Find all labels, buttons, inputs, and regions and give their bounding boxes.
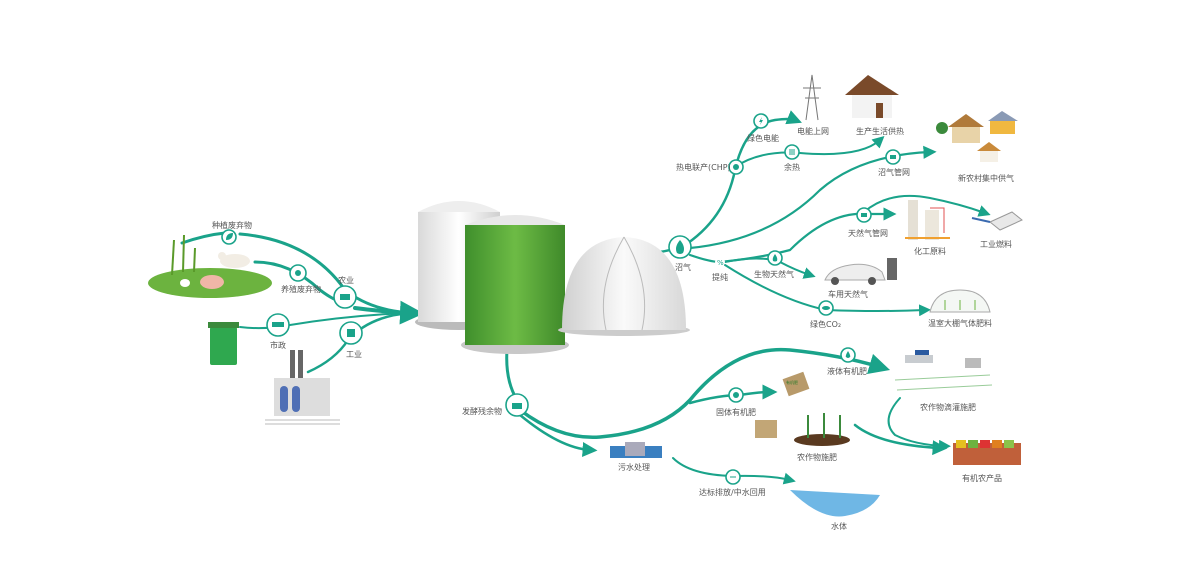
industrial-fuel-illustration [971,211,1023,231]
residue-icon [505,393,529,417]
label-residue: 发酵残余物 [462,406,502,416]
house-illustration [845,75,899,118]
water-body-illustration [790,490,880,517]
gas-pipeline-icon [856,207,872,223]
label-wastewater: 污水处理 [618,462,650,472]
label-ng-pipeline: 天然气管网 [848,228,888,238]
co2-cloud-icon [818,300,834,316]
label-industrial-fuel: 工业燃料 [980,239,1012,249]
label-green-co2: 绿色CO₂ [810,319,841,329]
agriculture-icon [333,285,357,309]
label-organic-produce: 有机农产品 [962,473,1002,483]
leaf-icon [221,229,237,245]
chicken-icon [289,264,307,282]
chemical-plant-illustration [905,200,950,240]
svg-text:%: % [717,259,724,267]
label-municipal: 市政 [270,340,286,350]
label-agriculture: 农业 [338,275,354,285]
label-livestock-waste: 养殖废弃物 [281,284,321,294]
label-chp: 热电联产(CHP) [676,162,731,172]
label-crop-waste: 种植废弃物 [212,220,252,230]
fertilizer-bags-illustration: 有机肥 [755,371,810,438]
label-grid-power: 电能上网 [797,126,829,136]
bio-gas-icon [767,250,783,266]
power-tower-illustration [803,74,821,121]
industry-icon [339,321,363,345]
lightning-icon [753,113,769,129]
trash-bin-illustration [208,322,239,365]
chp-icon [728,159,744,175]
label-purification: 提纯 [712,272,728,282]
car-illustration [824,258,897,285]
label-vehicle-gas: 车用天然气 [828,289,868,299]
discharge-icon [725,469,741,485]
label-biogas: 沼气 [675,262,691,272]
label-discharge: 达标排放/中水回用 [699,487,766,497]
label-waste-heat: 余热 [784,162,800,172]
village-illustration [936,111,1018,162]
label-crop-fertilizing: 农作物施肥 [797,452,837,462]
label-village-gas: 新农村集中供气 [958,173,1014,183]
wastewater-plant-illustration [610,442,662,458]
water-drop-icon [840,347,856,363]
heat-icon [784,144,800,160]
label-water-body: 水体 [831,521,847,531]
label-green-power: 绿色电能 [747,133,779,143]
labels: 种植废弃物 养殖废弃物 农业 市政 工业 沼气 提纯 热电联产(CHP) 绿色电… [212,126,1014,531]
label-greenhouse: 温室大棚气体肥料 [928,318,992,328]
drip-irrigation-illustration [894,350,993,391]
flame-icon [668,235,692,259]
garbage-truck-icon [266,313,290,337]
label-chemical: 化工原料 [914,246,946,256]
label-liquid-fertilizer: 液体有机肥 [827,366,867,376]
greenhouse-illustration [929,289,991,313]
digester-tanks [415,201,690,354]
label-solid-fertilizer: 固体有机肥 [716,407,756,417]
pipeline-icon [885,149,901,165]
factory-illustration [265,350,340,425]
label-drip-fertigation: 农作物滴灌施肥 [920,402,976,412]
label-bio-ng: 生物天然气 [754,269,794,279]
crops-illustration [794,413,850,446]
label-industry: 工业 [346,349,362,359]
label-biogas-pipeline: 沼气管网 [878,167,910,177]
farm-illustration [148,234,272,298]
label-heating: 生产生活供热 [856,126,904,136]
solid-fertilizer-icon [728,387,744,403]
purification-icon: % [715,257,725,267]
bag-label: 有机肥 [786,379,798,385]
produce-crate-illustration [953,440,1021,465]
